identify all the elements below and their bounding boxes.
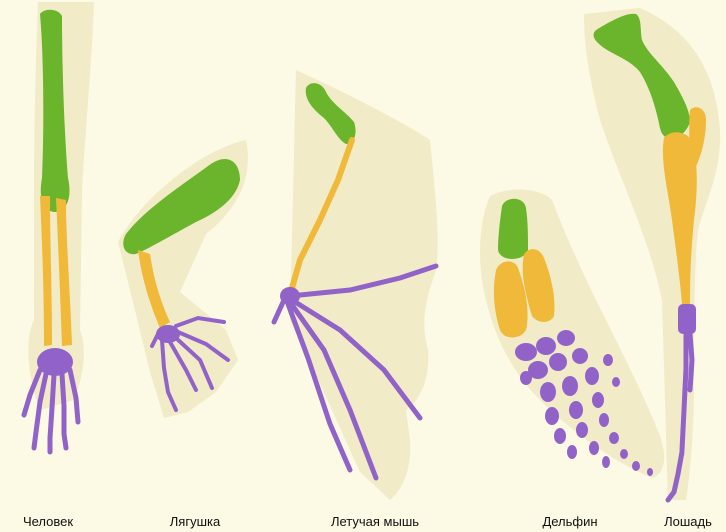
human-arm — [24, 2, 94, 452]
caption-human: Человек — [23, 514, 73, 529]
caption-horse: Лошадь — [664, 514, 712, 529]
dolphin-flipper — [480, 190, 664, 478]
dolphin-humerus — [498, 199, 528, 259]
frog-arm — [118, 140, 248, 418]
bat-wing — [274, 70, 438, 500]
caption-frog: Лягушка — [170, 514, 221, 529]
caption-bat: Летучая мышь — [331, 514, 419, 529]
caption-dolphin: Дельфин — [542, 514, 597, 529]
